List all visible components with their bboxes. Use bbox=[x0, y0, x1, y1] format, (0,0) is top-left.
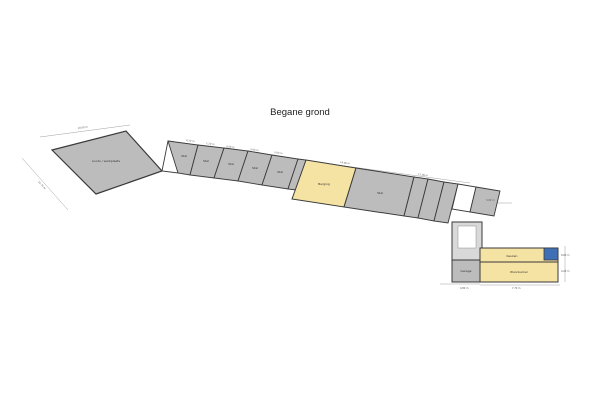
small-room-3 bbox=[433, 181, 459, 224]
dim-label: 12.00 m bbox=[418, 173, 429, 177]
stall-4-label: Stal bbox=[252, 166, 258, 170]
stall-5-label: Stal bbox=[277, 170, 283, 174]
dim-label: 10.70 m bbox=[37, 181, 46, 191]
center-room-label: Stal bbox=[377, 191, 383, 195]
dim-label: 3.00 m bbox=[250, 148, 259, 152]
living-room bbox=[479, 261, 559, 283]
dim-label: 7.70 m bbox=[512, 287, 521, 290]
dim-label: 10.00 m bbox=[78, 126, 89, 130]
kitchen-label: Keuken bbox=[507, 254, 518, 258]
big-barn-label: Loods / werkplaats bbox=[92, 159, 121, 163]
bathroom-blue bbox=[543, 247, 559, 261]
dim-label: 9.60 m bbox=[561, 254, 570, 257]
stall-3-label: Stal bbox=[228, 162, 234, 166]
living-label: Woonkamer bbox=[510, 270, 529, 274]
dim-label: 2.20 m bbox=[206, 142, 215, 146]
hallway-inner bbox=[457, 225, 477, 249]
dim-label: 14.00 m bbox=[340, 161, 351, 165]
dim-label: 3.00 m bbox=[274, 151, 283, 155]
garage-label: Garage bbox=[461, 269, 472, 273]
dim-label: 3.00 m bbox=[486, 199, 495, 202]
floor-title: Begane grond bbox=[270, 107, 330, 118]
stall-1-label: Stal bbox=[181, 154, 187, 158]
dim-label: 4.20 m bbox=[561, 270, 570, 273]
dimension-labels: 10.00 m 10.70 m 4.20 m 2.20 m 3.00 m 3.0… bbox=[37, 126, 570, 290]
dim-label: 4.20 m bbox=[186, 139, 195, 143]
dim-label: 3.00 m bbox=[226, 145, 235, 149]
dim-label: 4.80 m bbox=[460, 287, 469, 290]
stall-2-label: Stal bbox=[203, 159, 209, 163]
small-room-5 bbox=[469, 186, 501, 217]
yellow-room-label: Berging bbox=[318, 182, 330, 186]
